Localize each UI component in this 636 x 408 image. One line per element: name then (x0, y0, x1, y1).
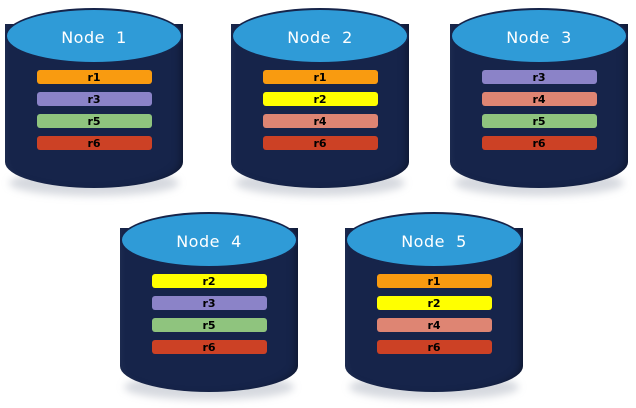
replica-bar[interactable]: r2 (262, 92, 378, 106)
replica-bar[interactable]: r2 (151, 274, 267, 288)
replica-bar[interactable]: r1 (36, 70, 152, 84)
replica-bar[interactable]: r5 (481, 114, 597, 128)
node-top-disc (5, 8, 183, 64)
node-top-disc (120, 212, 298, 268)
replica-bar[interactable]: r5 (151, 318, 267, 332)
node-top-disc (450, 8, 628, 64)
replica-stack: r1 r3 r5 r6 (5, 70, 183, 150)
replica-bar[interactable]: r1 (376, 274, 492, 288)
replica-stack: r3 r4 r5 r6 (450, 70, 628, 150)
replica-bar[interactable]: r3 (481, 70, 597, 84)
replica-stack: r1 r2 r4 r6 (345, 274, 523, 354)
replica-bar[interactable]: r6 (262, 136, 378, 150)
replica-bar[interactable]: r4 (376, 318, 492, 332)
replica-stack: r2 r3 r5 r6 (120, 274, 298, 354)
replica-bar[interactable]: r1 (262, 70, 378, 84)
replica-bar[interactable]: r6 (151, 340, 267, 354)
replica-bar[interactable]: r3 (151, 296, 267, 310)
node-top-disc (231, 8, 409, 64)
replica-bar[interactable]: r4 (481, 92, 597, 106)
replica-bar[interactable]: r5 (36, 114, 152, 128)
node-top-disc (345, 212, 523, 268)
replica-bar[interactable]: r6 (36, 136, 152, 150)
replica-bar[interactable]: r3 (36, 92, 152, 106)
replica-stack: r1 r2 r4 r6 (231, 70, 409, 150)
replica-bar[interactable]: r2 (376, 296, 492, 310)
replica-bar[interactable]: r6 (376, 340, 492, 354)
replica-bar[interactable]: r4 (262, 114, 378, 128)
replica-bar[interactable]: r6 (481, 136, 597, 150)
